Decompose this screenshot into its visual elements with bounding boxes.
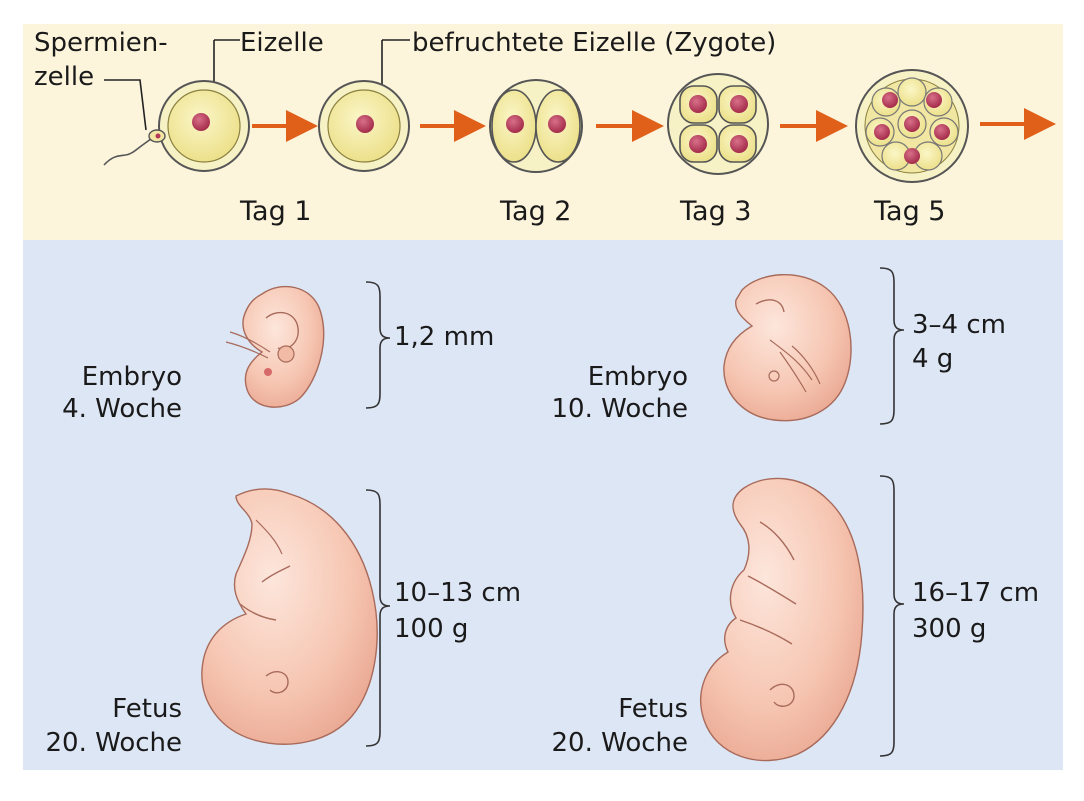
embryo-week4 (225, 285, 325, 408)
brace-fetus-300g (879, 475, 905, 757)
stage-4-weight: 300 g (912, 614, 987, 644)
stage-4-week: 20. Woche (551, 728, 688, 758)
embryo-development-panel (23, 240, 1063, 770)
day-label-3: Tag 3 (680, 196, 752, 227)
egg-label: Eizelle (240, 28, 324, 58)
zygote-cell (318, 80, 410, 172)
stage-3-size: 10–13 cm (394, 578, 522, 608)
stage-2-size: 3–4 cm (912, 310, 1006, 340)
day-label-1: Tag 1 (240, 196, 312, 227)
stage-3-weight: 100 g (394, 614, 469, 644)
stage-2-week: 10. Woche (551, 394, 688, 424)
egg-cell-day1 (158, 80, 250, 172)
stage-2-name: Embryo (587, 362, 688, 392)
brace-week10 (879, 267, 905, 425)
stage-1-size: 1,2 mm (394, 322, 495, 352)
two-cell-stage (489, 79, 583, 173)
brace-week4 (365, 281, 391, 409)
embryo-week10 (723, 274, 852, 422)
zygote-label: befruchtete Eizelle (Zygote) (412, 28, 777, 58)
stage-4-size: 16–17 cm (912, 578, 1040, 608)
stage-1-week: 4. Woche (62, 394, 182, 424)
sperm-cell (103, 129, 166, 166)
stage-3-name: Fetus (112, 694, 182, 724)
morula-stage (855, 69, 969, 183)
four-cell-stage (667, 73, 769, 175)
day-label-5: Tag 5 (874, 196, 946, 227)
day-label-2: Tag 2 (500, 196, 572, 227)
stage-1-name: Embryo (81, 362, 182, 392)
stage-4-name: Fetus (618, 694, 688, 724)
fetus-300g (700, 477, 864, 762)
brace-fetus-100g (365, 489, 391, 747)
sperm-label-line2: zelle (34, 62, 95, 92)
fetus-100g (201, 488, 378, 745)
stage-3-week: 20. Woche (45, 728, 182, 758)
sperm-label-line1: Spermien- (34, 28, 168, 58)
stage-2-weight: 4 g (912, 344, 954, 374)
